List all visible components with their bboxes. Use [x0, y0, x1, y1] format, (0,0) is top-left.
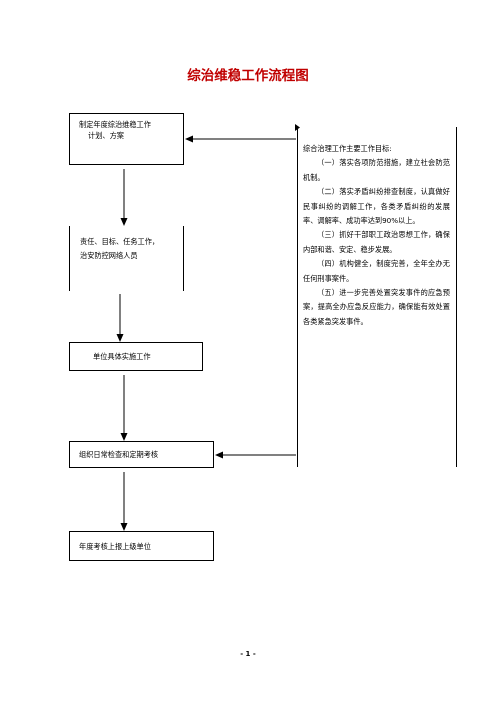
inspection-box: 组织日常检查和定期考核: [69, 441, 214, 468]
responsibility-line2: 治安防控网络人员: [80, 251, 138, 261]
goal-item-1: （一）落实各项防范措施，建立社会防范机制。: [303, 158, 450, 182]
report-box: 年度考核上报上级单位: [69, 531, 214, 561]
report-label: 年度考核上报上级单位: [79, 542, 151, 551]
inspection-label: 组织日常检查和定期考核: [79, 450, 159, 459]
goal-item-2: （二）落实矛盾纠纷排查制度，认真做好民事纠纷的调解工作，各类矛盾纠纷的发展率、调…: [303, 187, 450, 226]
page-title: 综治维稳工作流程图: [187, 68, 309, 84]
arrowhead-left-1: [185, 135, 193, 143]
arrowhead-left-2: [215, 451, 223, 459]
page-number: - 1 -: [240, 650, 256, 658]
plan-box-line2: 计划、方案: [88, 131, 124, 141]
arrowhead-down-1: [120, 218, 128, 226]
goals-heading: 综合治理工作主要工作目标:: [303, 144, 392, 153]
goal-item-5: （五）进一步完善处置突发事件的应急预案，提高全办应急反应能力，确保能有效处置各类…: [303, 288, 450, 326]
arrowhead-down-3: [120, 433, 128, 441]
plan-box-line1: 制定年度综治维稳工作: [79, 120, 151, 129]
arrowhead-down-4: [120, 523, 128, 531]
implement-box: 单位具体实施工作: [69, 342, 203, 371]
arrowhead-down-2: [116, 334, 124, 342]
goals-panel: 综合治理工作主要工作目标: （一）落实各项防范措施，建立社会防范机制。 （二）落…: [297, 127, 457, 467]
responsibility-line1: 责任、目标、任务工作，: [80, 237, 160, 246]
goal-item-4: （四）机构健全，制度完善，全年全办无任何刑事案件。: [303, 259, 450, 283]
implement-label: 单位具体实施工作: [93, 352, 151, 361]
responsibility-box: 责任、目标、任务工作， 治安防控网络人员: [69, 226, 184, 291]
plan-box: 制定年度综治维稳工作 计划、方案: [69, 113, 184, 165]
goal-item-3: （三）抓好干部职工政治思想工作，确保内部和谐、安定、稳步发展。: [303, 230, 450, 254]
